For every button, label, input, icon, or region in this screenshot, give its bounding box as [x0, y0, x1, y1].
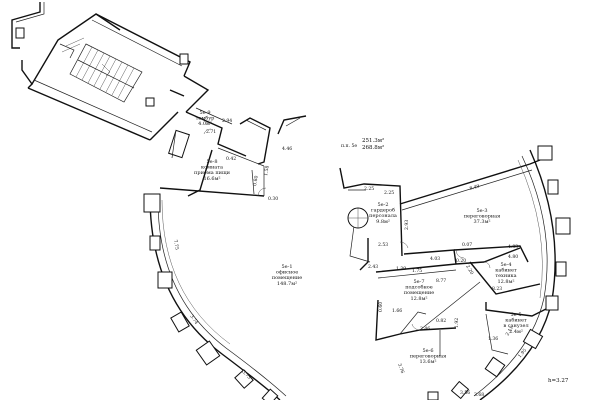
stairwell-block: [11, 2, 210, 141]
dimension-label: 8.23: [492, 286, 502, 292]
dimension-label: 1.95: [517, 348, 528, 360]
dimension-label: 3.68: [474, 392, 484, 398]
dimension-label: 8.77: [436, 278, 446, 284]
dimension-label: 1.39: [396, 266, 406, 272]
dimension-label: 3.74: [188, 314, 199, 326]
dimension-label: 0.20: [456, 258, 466, 264]
dimension-label: 3.76: [396, 363, 405, 375]
dimension-label: 1.75: [412, 268, 422, 274]
left-wing: [143, 107, 307, 400]
dimension-label: 0.60: [378, 302, 384, 312]
dimension-label: 2.43: [368, 264, 378, 270]
dimension-label: 8.49: [469, 183, 481, 192]
dimension-label: 2.20: [464, 264, 474, 276]
dimension-label: 1.36: [488, 336, 498, 342]
floor-area-note: п.п. 5е 251.3м² 268.8м²: [341, 137, 384, 151]
svg-text:268.8м²: 268.8м²: [362, 144, 384, 151]
dimension-label: 4.83: [508, 244, 518, 250]
dimension-label: 2.94: [222, 118, 232, 124]
dimension-label: 0.30: [268, 196, 278, 202]
dimension-label: 3.56: [460, 390, 470, 396]
dimension-label: 7.75: [172, 239, 180, 250]
dimension-label: 2.25: [364, 186, 374, 192]
svg-text:251.3м²: 251.3м²: [362, 137, 384, 144]
dimension-label: 2.71: [206, 129, 216, 135]
dimension-label: 0.80: [252, 175, 260, 186]
dimension-label: 4.80: [508, 254, 518, 260]
dimension-label: 2.11: [505, 325, 515, 337]
dimension-label: 0.82: [436, 318, 446, 324]
dimension-label: 1.58: [263, 165, 271, 176]
dimension-label: 0.07: [462, 242, 472, 248]
dimension-label: 2.93: [404, 220, 410, 230]
svg-text:п.п. 5е: п.п. 5е: [341, 143, 357, 149]
dimension-label: 2.25: [384, 190, 394, 196]
dimension-label: 0.42: [226, 156, 236, 162]
dimension-label: 3.73: [241, 369, 253, 381]
dimension-label: 4.46: [282, 146, 292, 152]
dimension-label: 2.46: [420, 326, 430, 332]
right-wing: [339, 145, 571, 400]
dimension-labels: 2.94 2.71 0.42 4.46 1.58 0.80 0.30 7.75 …: [172, 118, 528, 398]
dimension-label: 2.53: [378, 242, 388, 248]
height-mark: h=3.27: [548, 378, 569, 384]
dimension-label: 1.66: [392, 308, 402, 314]
stair-flight: [59, 37, 143, 103]
dimension-label: 4.03: [430, 256, 440, 262]
dimension-label: 1.92: [454, 318, 460, 328]
